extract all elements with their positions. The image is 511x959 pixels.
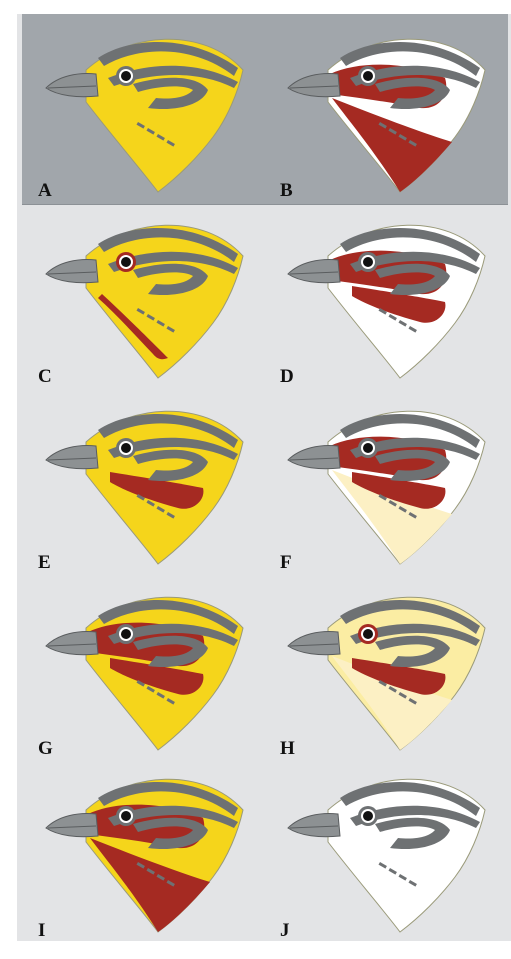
panel-label: B [280, 180, 293, 202]
bill [288, 260, 340, 283]
panel-h: H [280, 590, 511, 777]
bird-head-illustration [280, 32, 500, 202]
panel-d: D [280, 218, 511, 405]
panel-label: J [280, 920, 290, 942]
eye-pupil [121, 257, 131, 267]
panel-label: A [38, 180, 52, 202]
panel-e: E [38, 404, 278, 591]
eye-pupil [363, 257, 373, 267]
panel-f: F [280, 404, 511, 591]
panel-label: E [38, 552, 51, 574]
eye-pupil [121, 811, 131, 821]
bill [288, 632, 340, 655]
bird-head-illustration [280, 772, 500, 942]
eye-pupil [363, 71, 373, 81]
bird-head-illustration [280, 404, 500, 574]
eye-pupil [363, 443, 373, 453]
bill [46, 74, 98, 97]
panel-label: G [38, 738, 53, 760]
panel-label: D [280, 366, 294, 388]
panel-b: B [280, 32, 511, 219]
eye-pupil [121, 71, 131, 81]
eye-pupil [121, 629, 131, 639]
panel-g: G [38, 590, 278, 777]
panel-a: A [38, 32, 278, 219]
panel-label: F [280, 552, 292, 574]
bird-head-illustration [38, 590, 258, 760]
panel-i: I [38, 772, 278, 959]
bill [46, 814, 98, 837]
bird-head-illustration [38, 218, 258, 388]
panel-c: C [38, 218, 278, 405]
bird-head-illustration [280, 590, 500, 760]
bill [288, 814, 340, 837]
eye-pupil [363, 811, 373, 821]
bird-head-illustration [38, 32, 258, 202]
panel-label: H [280, 738, 295, 760]
panel-j: J [280, 772, 511, 959]
eye-pupil [363, 629, 373, 639]
bill [46, 446, 98, 469]
panel-label: C [38, 366, 52, 388]
bill [288, 74, 340, 97]
bill [46, 260, 98, 283]
bird-head-illustration [280, 218, 500, 388]
panel-label: I [38, 920, 45, 942]
bird-head-illustration [38, 772, 258, 942]
eye-pupil [121, 443, 131, 453]
bill [46, 632, 98, 655]
bill [288, 446, 340, 469]
bird-head-illustration [38, 404, 258, 574]
